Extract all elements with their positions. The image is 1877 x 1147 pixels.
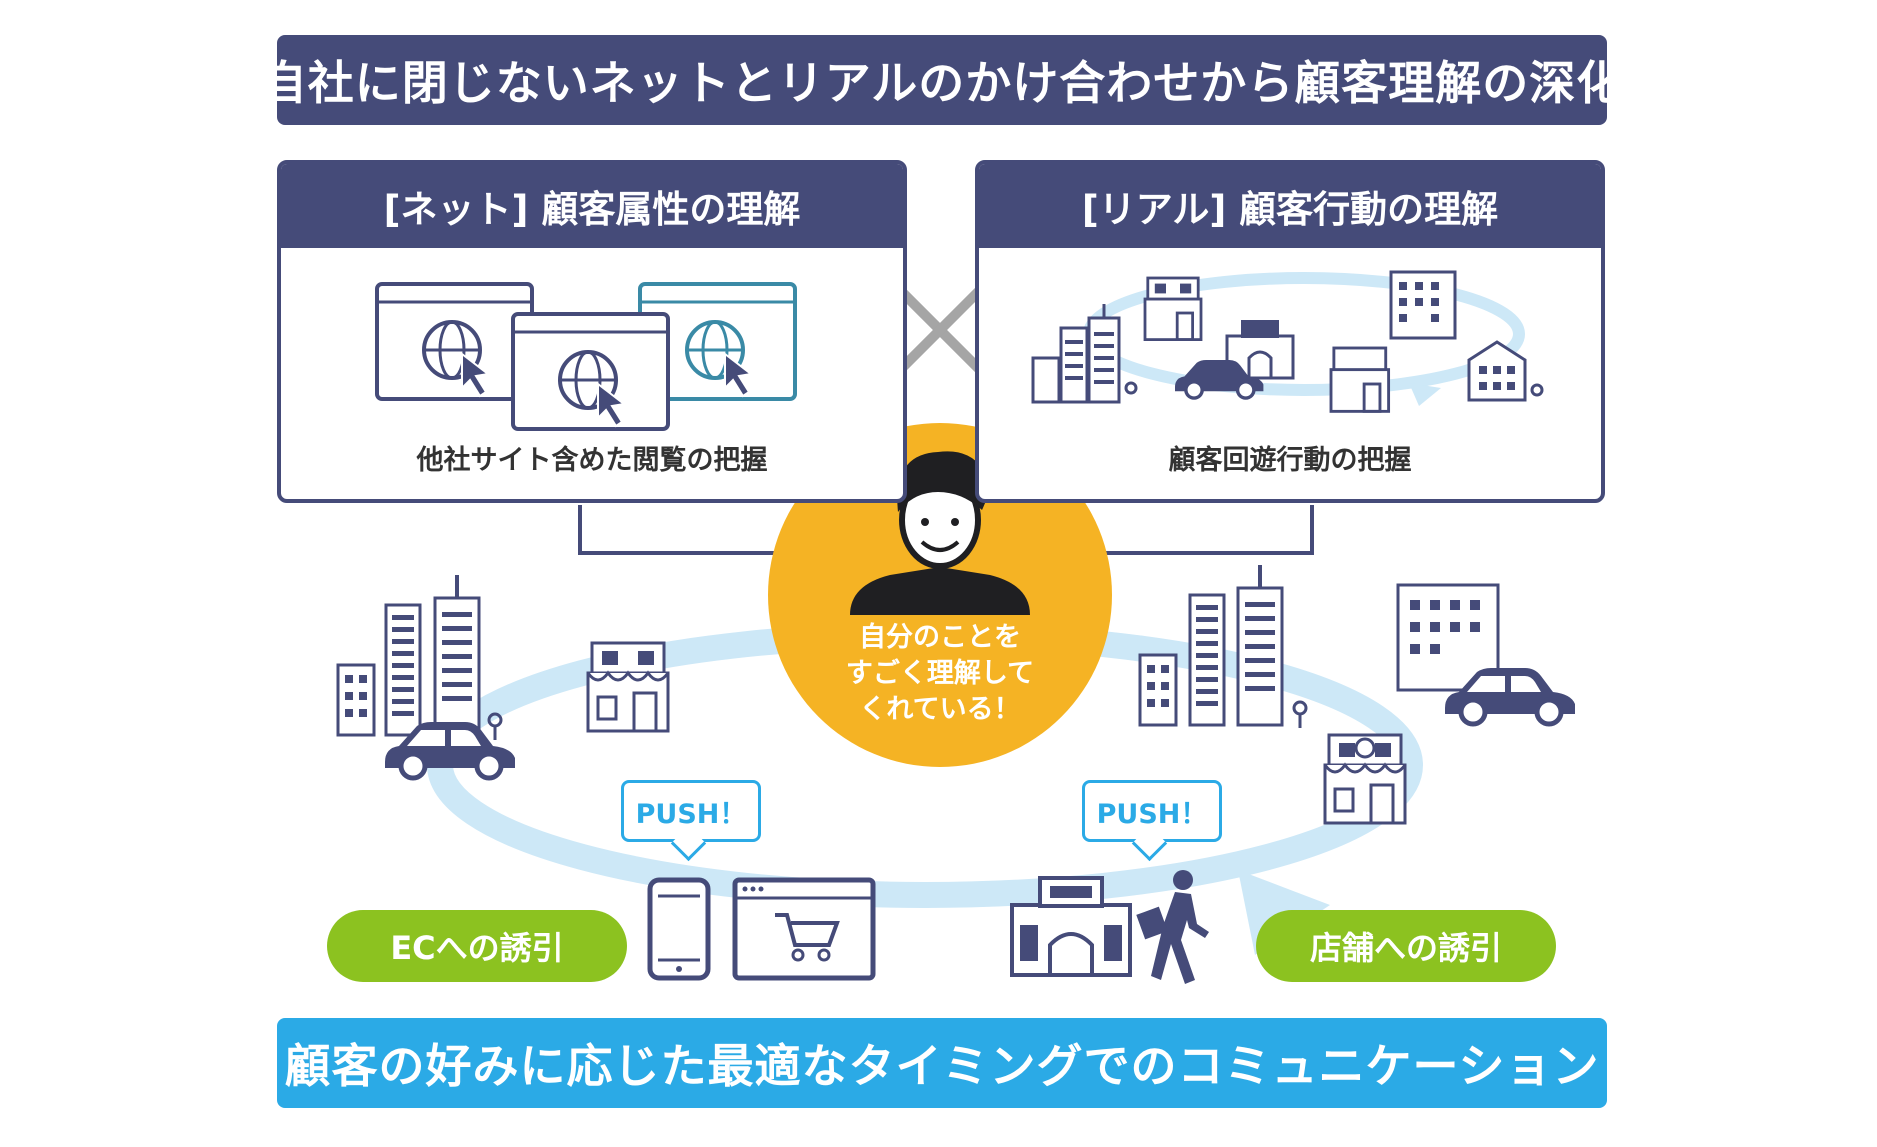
panel-net-title: [ネット] 顧客属性の理解 — [383, 188, 801, 231]
ec-attraction-label: ECへの誘引 — [390, 929, 564, 967]
panel-real-title: [リアル] 顧客行動の理解 — [1081, 188, 1499, 231]
footer-title: 顧客の好みに応じた最適なタイミングでのコミュニケーション — [284, 1039, 1600, 1093]
department-store-icon — [1010, 876, 1132, 977]
push-label-right: PUSH！ — [1096, 798, 1208, 830]
panel-real-car-icon — [1175, 360, 1264, 400]
panel-real-towers-icon — [1031, 304, 1138, 404]
panel-real-office-icon — [1389, 270, 1457, 340]
store-attraction-pill: 店舗への誘引 — [1256, 910, 1556, 982]
panel-real-store-icon — [1225, 320, 1295, 380]
person-icon — [850, 451, 1030, 615]
top-banner: 自社に閉じないネットとリアルのかけ合わせから顧客理解の深化 — [261, 35, 1622, 125]
center-line-1: 自分のことを — [859, 622, 1021, 653]
right-pin-icon — [1292, 700, 1308, 730]
panel-real: [リアル] 顧客行動の理解 — [975, 160, 1605, 503]
main-title: 自社に閉じないネットとリアルのかけ合わせから顧客理解の深化 — [260, 56, 1624, 110]
panel-real-art — [1031, 270, 1544, 413]
push-bubble-right: PUSH！ — [1082, 780, 1222, 842]
pharmacy-icon — [1323, 733, 1407, 825]
panel-net-header: [ネット] 顧客属性の理解 — [281, 164, 903, 248]
panel-net-caption: 他社サイト含めた閲覧の把握 — [416, 445, 768, 476]
panel-net: [ネット] 顧客属性の理解 他社サイト含めた閲覧の把握 — [277, 160, 907, 503]
panel-real-house-icon — [1467, 340, 1544, 402]
right-city-buildings — [1138, 565, 1500, 727]
left-shop-icon — [586, 641, 670, 733]
connector-left — [578, 505, 808, 555]
panel-net-art — [375, 282, 797, 431]
left-city-buildings — [336, 575, 481, 737]
center-line-2: すごく理解して — [845, 658, 1035, 689]
cart-browser-icon — [732, 877, 876, 981]
store-attraction-label: 店舗への誘引 — [1309, 929, 1502, 967]
center-line-3: くれている！ — [859, 694, 1021, 725]
panel-real-header: [リアル] 顧客行動の理解 — [979, 164, 1601, 248]
smartphone-icon — [647, 877, 711, 981]
walking-person-icon — [1136, 870, 1209, 984]
push-bubble-left: PUSH！ — [621, 780, 761, 842]
push-label-left: PUSH！ — [635, 798, 747, 830]
bottom-banner: 顧客の好みに応じた最適なタイミングでのコミュニケーション — [277, 1018, 1607, 1108]
panel-real-pharmacy-icon — [1329, 346, 1391, 413]
panel-real-shop-icon — [1143, 276, 1203, 341]
ec-attraction-pill: ECへの誘引 — [327, 910, 627, 982]
connector-right — [1088, 505, 1314, 555]
panel-real-caption: 顧客回遊行動の把握 — [1168, 445, 1412, 476]
center-message: 自分のことを すごく理解して くれている！ — [790, 620, 1090, 728]
